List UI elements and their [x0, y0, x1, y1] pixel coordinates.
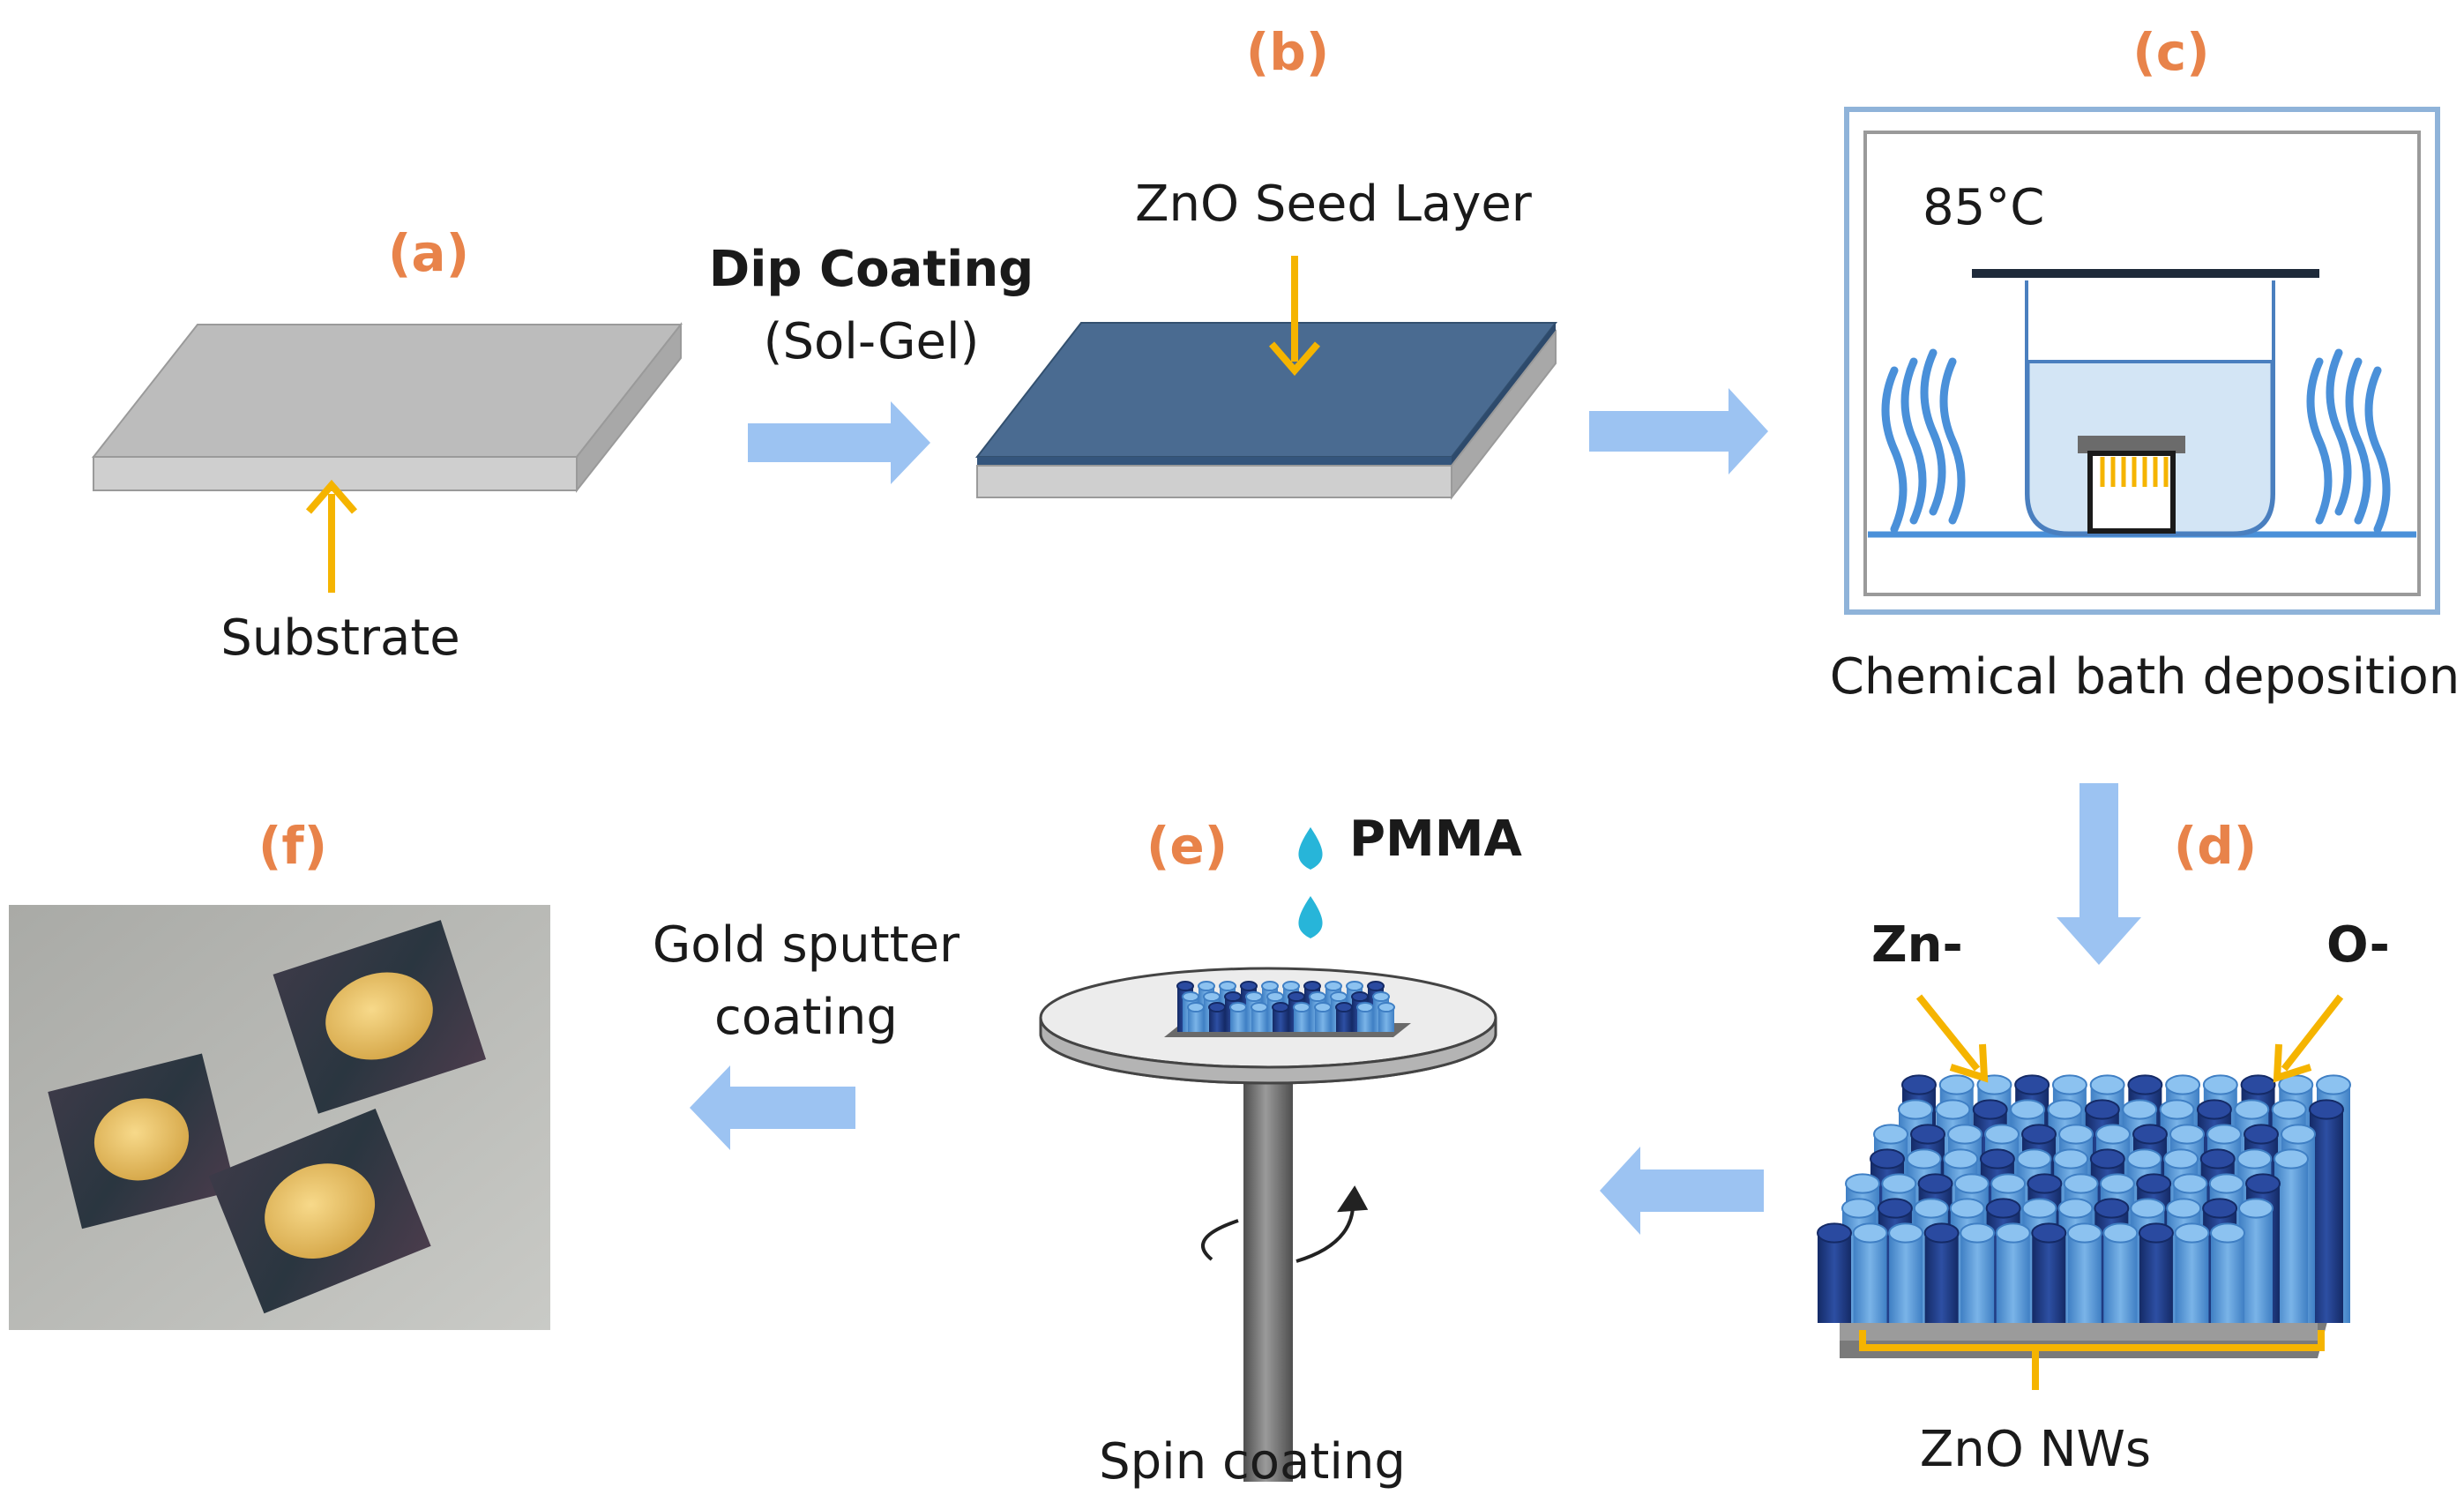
- mini-nanowire-rod: [1272, 1001, 1289, 1032]
- mini-nanowire-rod: [1378, 1001, 1395, 1032]
- nanowire-rod: [2210, 1222, 2245, 1323]
- step-label-a: (a): [387, 223, 470, 283]
- flow-arrow-d-e: [1600, 1147, 1764, 1235]
- gold-coated-samples-photo: [9, 905, 550, 1330]
- zno-nws-label: ZnO NWs: [1919, 1421, 2152, 1478]
- mini-nanowire-rod: [1356, 1001, 1374, 1032]
- nanowire-rod: [2066, 1222, 2102, 1323]
- mini-nanowire-rod: [1335, 1001, 1353, 1032]
- flow-arrow-c-d: [2057, 783, 2141, 965]
- zno-seed-layer-label: ZnO Seed Layer: [1135, 176, 1532, 233]
- step-label-d: (d): [2173, 816, 2258, 876]
- pmma-label: PMMA: [1349, 811, 1522, 868]
- flow-arrow-a-b: [748, 401, 930, 484]
- step-label-e: (e): [1146, 816, 1228, 876]
- rotation-arrow-icon: [1201, 1185, 1369, 1263]
- step-label-b: (b): [1245, 22, 1330, 82]
- mini-nanowire-rod: [1208, 1001, 1226, 1032]
- zn-polar-label: Zn-: [1871, 916, 1963, 974]
- gold-sputter-label-line2: coating: [714, 989, 898, 1046]
- nanowire-rod: [1852, 1222, 1888, 1323]
- mini-nanowire-rod: [1314, 1001, 1332, 1032]
- nanowire-rod: [2102, 1222, 2139, 1323]
- nanowire-rod: [2174, 1222, 2210, 1323]
- spin-coater: [1039, 967, 1497, 1482]
- nanowire-rod: [1817, 1222, 1852, 1323]
- flow-arrow-e-f: [690, 1065, 855, 1150]
- mini-nanowire-rod: [1229, 1001, 1247, 1032]
- seed-layer-plate: [974, 322, 1558, 500]
- mini-nanowire-rod: [1293, 1001, 1310, 1032]
- pmma-drop-icon: [1298, 827, 1323, 938]
- temperature-label: 85°C: [1923, 179, 2045, 236]
- nanowire-rod: [1888, 1222, 1924, 1323]
- nanowire-rod: [2238, 1198, 2274, 1323]
- heat-wave-icon-left: [1881, 348, 1966, 534]
- nanowire-rod: [2309, 1099, 2344, 1323]
- nanowire-rod: [2138, 1222, 2174, 1323]
- dip-coating-label: Dip Coating: [708, 241, 1034, 298]
- substrate-plate: [91, 322, 683, 493]
- zno-nws-bracket: [1859, 1330, 2325, 1390]
- substrate-label: Substrate: [220, 609, 460, 667]
- heat-wave-icon-right: [2306, 348, 2391, 534]
- mini-nanowire-rod: [1187, 1001, 1205, 1032]
- o-polar-arrow: [2273, 994, 2344, 1083]
- nanowire-rod: [1960, 1222, 1996, 1323]
- sol-gel-label: (Sol-Gel): [763, 313, 980, 370]
- o-polar-label: O-: [2326, 916, 2390, 974]
- nanowire-rod: [1995, 1222, 2031, 1323]
- nanowire-array: [1817, 1074, 2351, 1358]
- mini-nanowire-rod: [1251, 1001, 1268, 1032]
- substrate-pointer-arrow: [305, 479, 358, 593]
- step-label-c: (c): [2132, 22, 2210, 82]
- seed-layer-pointer-arrow: [1268, 256, 1321, 377]
- gold-sputter-label-line1: Gold sputter: [652, 916, 960, 974]
- chemical-bath-label: Chemical bath deposition: [1829, 648, 2460, 706]
- nanowire-rod: [1923, 1222, 1960, 1323]
- flow-arrow-b-c: [1589, 388, 1768, 475]
- nanowire-rod: [2274, 1148, 2309, 1323]
- nanowire-rod: [2031, 1222, 2067, 1323]
- zn-polar-arrow: [1915, 994, 1989, 1083]
- spin-coating-label: Spin coating: [1099, 1433, 1406, 1491]
- step-label-f: (f): [258, 816, 328, 876]
